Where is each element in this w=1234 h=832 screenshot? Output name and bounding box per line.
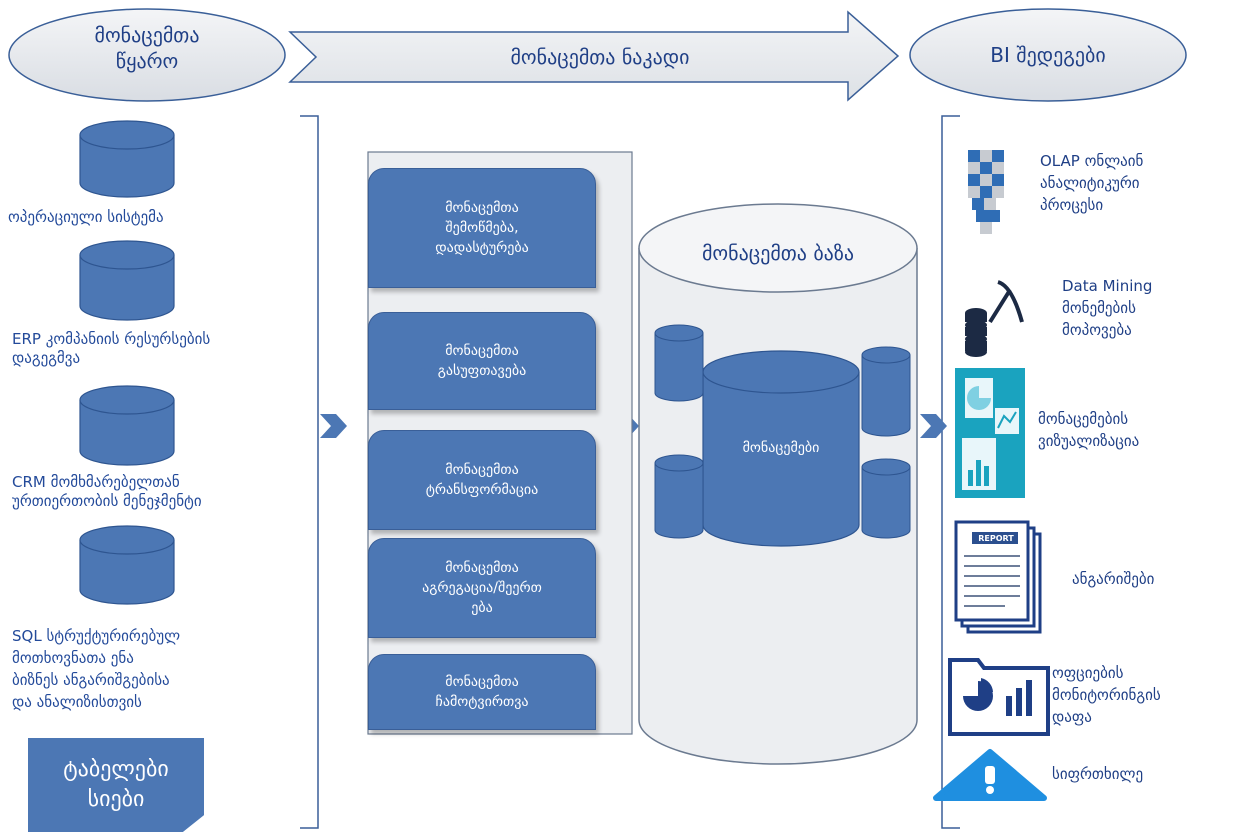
database-cylinder-icon [79, 385, 175, 466]
process-step-label: მონაცემთა შემოწმება, დადასტურება [435, 200, 529, 256]
process-step-transformation: მონაცემთა ტრანსფორმაცია [368, 430, 596, 530]
result-label-data-mining: Data Mining მონემების მოპოვება [1062, 277, 1153, 339]
database-cylinder-icon [79, 525, 175, 605]
visualization-chart-icon [955, 368, 1025, 498]
result-label-olap: OLAP ონლაინ ანალიტიკური პროცესი [1040, 152, 1144, 214]
chevron-icon [320, 414, 347, 438]
result-label-warning: სიფრთხილე [1052, 765, 1144, 783]
database-inner-label: მონაცემები [742, 440, 820, 456]
small-cylinder-icon [654, 454, 704, 539]
tables-lists-box: ტაბელები სიები [28, 738, 204, 832]
sources-bracket [300, 115, 319, 829]
flow-header-arrow [288, 10, 900, 102]
warning-triangle-icon [933, 749, 1047, 801]
flow-header-title: მონაცემთა ნაკადი [510, 45, 690, 69]
pickaxe-database-icon [965, 280, 1024, 357]
source-label-erp: ERP კომპანიის რესურსების დაგეგმვა [12, 330, 211, 367]
report-document-icon [954, 520, 1042, 634]
results-bracket [941, 115, 960, 829]
database-title: მონაცემთა ბაზა [701, 241, 854, 265]
source-header-ellipse [8, 8, 286, 102]
olap-cubes-icon [968, 150, 1004, 234]
source-header-title: მონაცემთა წყარო [94, 23, 200, 73]
small-cylinder-icon [654, 324, 704, 402]
database-inner-cylinder [702, 350, 860, 547]
process-step-cleaning: მონაცემთა გასუფთავება [368, 312, 596, 410]
process-step-validation: მონაცემთა შემოწმება, დადასტურება [368, 168, 596, 288]
source-label-sql: SQL სტრუქტურირებულ მოთხოვნათა ენა ბიზნეს… [12, 627, 181, 711]
process-step-label: მონაცემთა გასუფთავება [437, 343, 527, 379]
result-label-visualization: მონაცემების ვიზუალიზაცია [1038, 410, 1140, 450]
process-step-loading: მონაცემთა ჩამოტვირთვა [368, 654, 596, 730]
chevron-icon [920, 414, 947, 438]
small-cylinder-icon [861, 346, 911, 437]
database-cylinder-icon [79, 120, 175, 198]
source-label-operational: ოპერაციული სისტემა [8, 208, 164, 226]
result-label-dashboard: ოფციების მონიტორინგის დაფა [1052, 664, 1161, 726]
source-label-crm: CRM მომხმარებელთან ურთიერთობის მენეჯმენტ… [12, 473, 202, 510]
results-header-ellipse [909, 8, 1187, 102]
report-icon-text: REPORT [978, 534, 1014, 543]
result-label-reports: ანგარიშები [1072, 570, 1155, 588]
dashboard-folder-icon [948, 658, 1050, 736]
process-step-aggregation: მონაცემთა აგრეგაცია/შეერთ ება [368, 538, 596, 638]
process-step-label: მონაცემთა ჩამოტვირთვა [435, 674, 529, 710]
small-cylinder-icon [861, 458, 911, 539]
process-step-label: მონაცემთა აგრეგაცია/შეერთ ება [422, 560, 542, 616]
process-step-label: მონაცემთა ტრანსფორმაცია [425, 462, 539, 498]
results-header-title: BI შედეგები [990, 43, 1106, 67]
database-cylinder-icon [79, 240, 175, 321]
